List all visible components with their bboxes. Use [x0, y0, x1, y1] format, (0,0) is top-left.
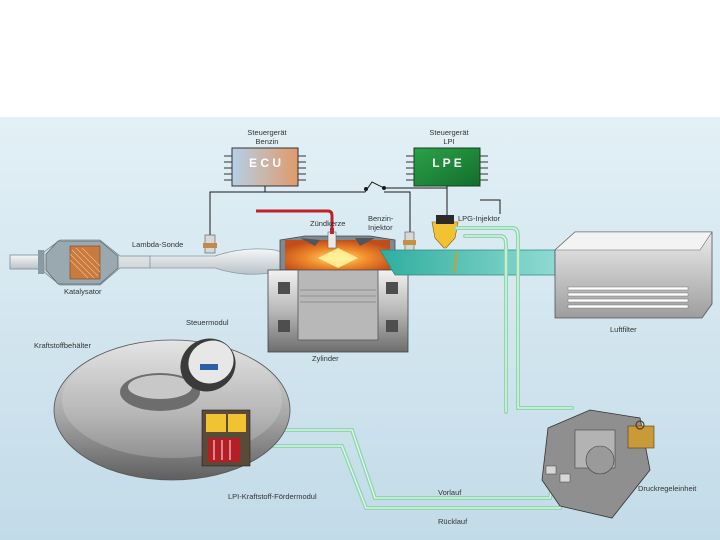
- ecu-label-top: Steuergerät: [247, 128, 287, 137]
- return-line-label: Rücklauf: [438, 517, 468, 526]
- pressure-regulator-label: Druckregeleinheit: [638, 484, 697, 493]
- fuel-pump-module-label: LPI-Kraftstoff-Fördermodul: [228, 492, 317, 501]
- ecu-label-sub: Benzin: [255, 137, 279, 146]
- lpi-label-sub: LPI: [443, 137, 455, 146]
- fuel-tank-label: Kraftstoffbehälter: [34, 341, 91, 350]
- engine-cylinder: [267, 235, 409, 353]
- pressure-regulator-unit: [541, 409, 655, 519]
- spark-plug-wire: [256, 209, 334, 236]
- control-module: [180, 338, 236, 392]
- lpg-injector-label: LPG-Injektor: [458, 214, 501, 223]
- spark-plug-label: Zündkerze: [310, 219, 346, 228]
- catalytic-converter-label: Katalysator: [64, 287, 102, 296]
- air-filter-label: Luftfilter: [610, 325, 637, 334]
- supply-line-label: Vorlauf: [438, 488, 462, 497]
- ecu-benzin-unit: [224, 147, 306, 187]
- control-module-label: Steuermodul: [186, 318, 229, 327]
- intake-manifold: [379, 249, 556, 276]
- lpg-injector: [431, 215, 459, 249]
- lpe-box-text: L P E: [432, 156, 462, 170]
- fuel-tank: [53, 339, 291, 481]
- lpi-fuel-pump-module: [201, 409, 251, 467]
- petrol-injector-label-2: Injektor: [368, 223, 393, 232]
- petrol-injector: [403, 231, 416, 253]
- lpi-label-top: Steuergerät: [429, 128, 469, 137]
- spark-plug: [327, 228, 337, 249]
- catalytic-converter: [45, 240, 119, 285]
- air-filter: [554, 231, 713, 319]
- cylinder-label: Zylinder: [312, 354, 339, 363]
- lambda-sensor-label: Lambda-Sonde: [132, 240, 184, 249]
- control-wiring: [209, 181, 501, 235]
- lambda-sensor: [203, 234, 217, 254]
- petrol-injector-label-1: Benzin-: [368, 214, 394, 223]
- ecu-box-text: E C U: [248, 156, 281, 170]
